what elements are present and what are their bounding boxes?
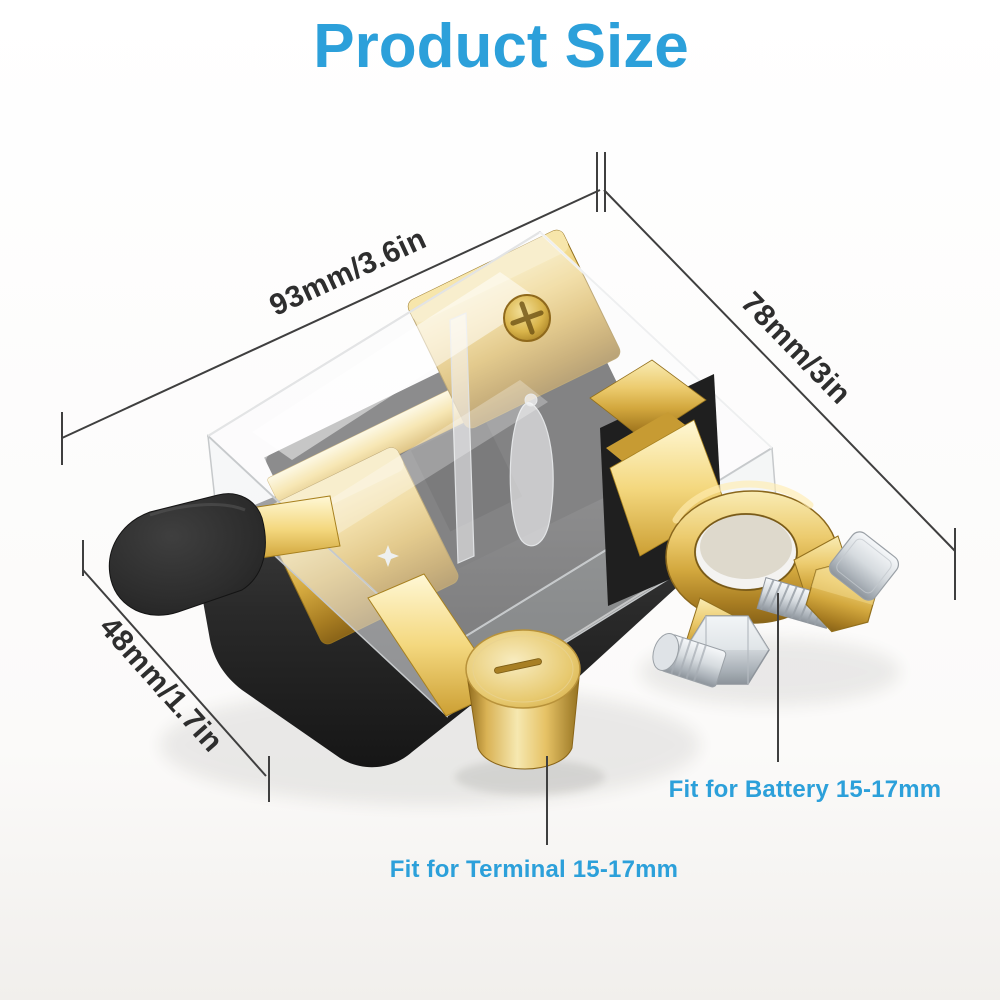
dimension-height-line	[82, 540, 270, 802]
fuse-assembly	[260, 229, 658, 645]
page-title: Product Size	[313, 12, 689, 81]
cap-slot	[494, 658, 542, 674]
cover-screw	[503, 294, 551, 342]
cover-divider-fin	[449, 312, 554, 564]
callout-battery-label: Fit for Battery 15-17mm	[669, 776, 942, 803]
clamp-bolt-tab	[828, 531, 900, 601]
cover-glare	[252, 272, 540, 460]
battery-clamp	[652, 480, 900, 688]
cover-glare-2	[310, 380, 548, 534]
phillips-cross-icon	[510, 301, 544, 335]
dimension-width-line	[61, 152, 606, 465]
callout-labels: Fit for Battery 15-17mm Fit for Terminal…	[390, 776, 942, 883]
product-illustration	[108, 229, 900, 770]
dimension-lines	[61, 152, 956, 802]
fuse-terminal-right-top	[408, 230, 569, 322]
clamp-hole	[695, 514, 797, 590]
callout-terminal-label: Fit for Terminal 15-17mm	[390, 856, 678, 883]
boot-highlight	[149, 503, 246, 517]
clear-lever	[509, 402, 554, 547]
rubber-boot	[108, 493, 266, 616]
callout-lines	[546, 593, 779, 845]
terminal-cap	[465, 629, 581, 770]
stamp-mark-left	[377, 545, 399, 567]
dimension-depth-line	[603, 189, 956, 600]
clamp-bolt-stub	[652, 633, 727, 688]
